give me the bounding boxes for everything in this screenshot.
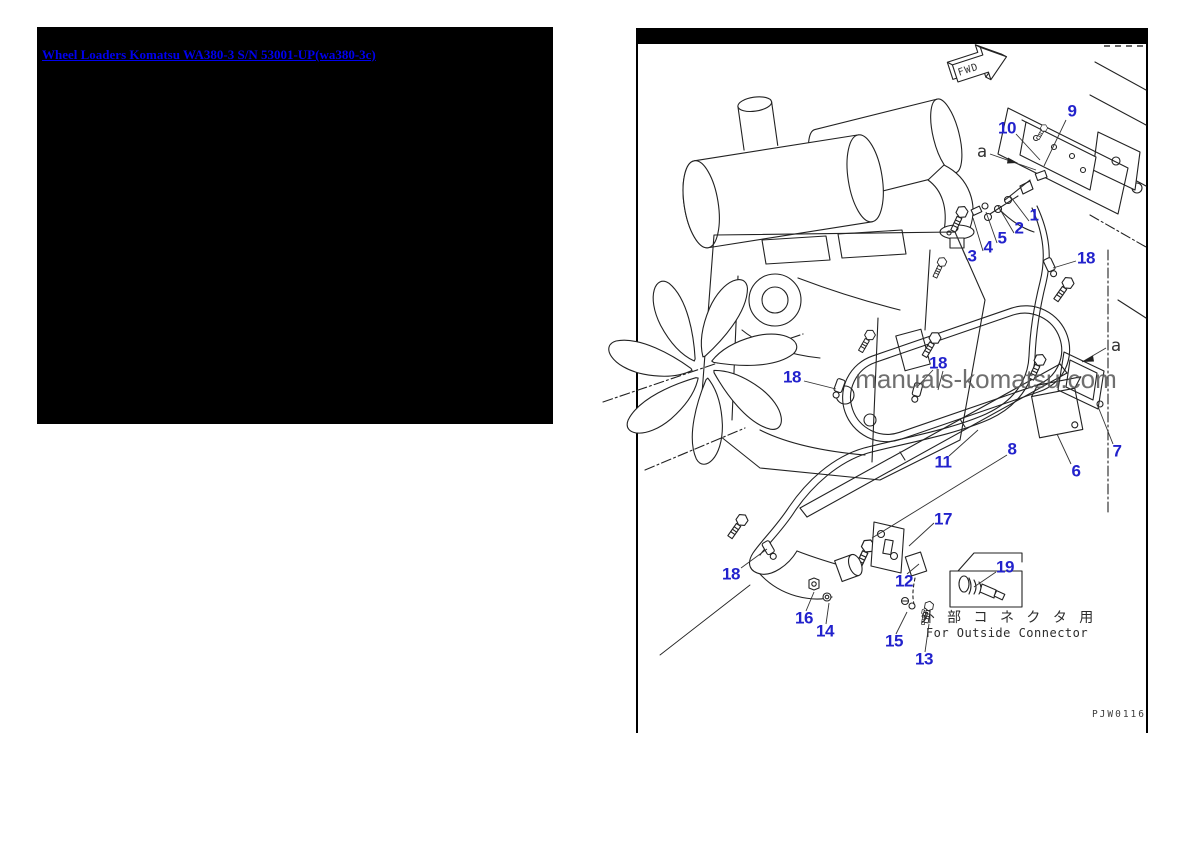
caption-english: For Outside Connector [926,626,1088,640]
breadcrumb-link[interactable]: Wheel Loaders Komatsu WA380-3 S/N 53001-… [42,47,376,62]
caption-japanese: 外 部 コ ネ ク タ 用 [921,610,1096,626]
diagram-title-bar [636,28,1148,44]
drawing-code: PJW0116 [1092,709,1146,720]
view-letter-a-mid: a [1111,336,1121,356]
engine-drawing [602,61,1147,656]
fwd-arrow-icon: FWD [946,44,1008,83]
watermark-text: manuals-komatsu.com [855,364,1117,394]
leader-lines [740,119,1114,653]
breadcrumb: Wheel Loaders Komatsu WA380-3 S/N 53001-… [42,47,376,63]
view-letter-a-top: a [977,142,987,162]
media-viewer-panel: Wheel Loaders Komatsu WA380-3 S/N 53001-… [37,27,553,424]
